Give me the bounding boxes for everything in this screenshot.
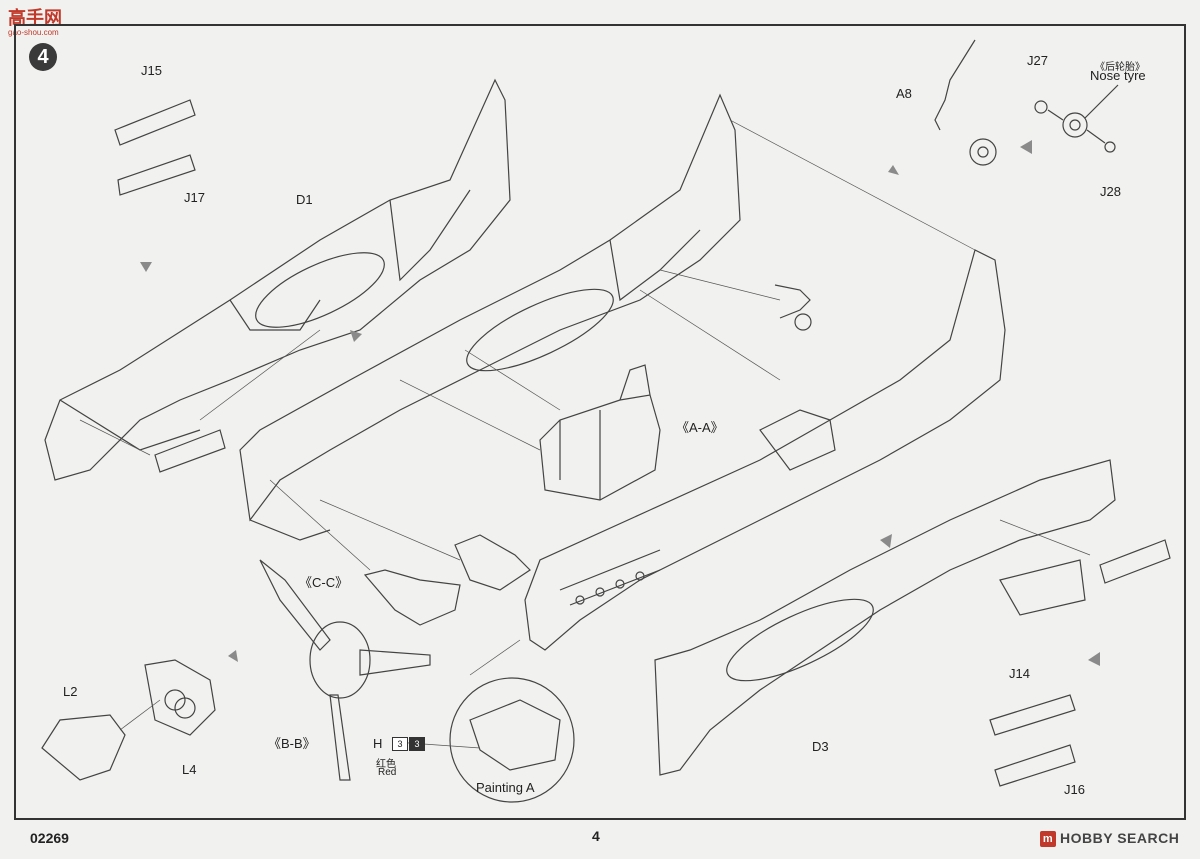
page-frame bbox=[14, 24, 1186, 820]
label-j15: J15 bbox=[141, 63, 162, 78]
label-j17: J17 bbox=[184, 190, 205, 205]
label-nose-tyre-en: Nose tyre bbox=[1090, 68, 1146, 83]
cockpit-tub bbox=[539, 364, 661, 501]
paint-color-cn: 红色 bbox=[376, 759, 396, 770]
label-j28: J28 bbox=[1100, 184, 1121, 199]
exhaust-j15-j17 bbox=[114, 99, 226, 473]
label-j16: J16 bbox=[1064, 782, 1085, 797]
label-d1: D1 bbox=[296, 192, 313, 207]
painting-a-label: Painting A bbox=[476, 780, 535, 795]
label-l4: L4 bbox=[182, 762, 197, 777]
label-l2: L2 bbox=[63, 684, 78, 699]
label-b-b: 《B-B》 bbox=[268, 736, 316, 751]
cowl-parts-l2-l4 bbox=[41, 659, 216, 781]
fuselage-assembled bbox=[524, 249, 1006, 651]
step-number-badge: 4 bbox=[29, 43, 57, 71]
fuselage-half-center bbox=[239, 93, 741, 541]
label-a8: A8 bbox=[896, 86, 912, 101]
label-a-a: 《A-A》 bbox=[676, 420, 724, 435]
direction-arrows bbox=[140, 140, 1100, 666]
tailwheel-strut-a8 bbox=[934, 39, 997, 166]
page-number: 4 bbox=[592, 828, 600, 844]
fuselage-half-d3 bbox=[654, 459, 1116, 776]
paint-code-letter: H bbox=[373, 736, 383, 751]
label-j14: J14 bbox=[1009, 666, 1030, 681]
paint-color-en: Red bbox=[378, 767, 397, 778]
intake-parts bbox=[363, 534, 531, 626]
painting-detail-circle bbox=[449, 677, 575, 803]
label-d3: D3 bbox=[812, 739, 829, 754]
paint-code-box-a: 3 bbox=[392, 737, 408, 751]
watermark-logo: 高手网 gao-shou.com bbox=[8, 8, 62, 37]
label-c-c: 《C-C》 bbox=[299, 575, 349, 590]
tailwheel-assembly bbox=[774, 284, 812, 331]
tyre-parts bbox=[1034, 84, 1119, 153]
hobby-search-logo-icon: m bbox=[1040, 831, 1056, 848]
product-code: 02269 bbox=[30, 830, 69, 846]
exhaust-j14-j16 bbox=[989, 539, 1171, 787]
label-nose-tyre-cn: 《后轮胎》 bbox=[1095, 62, 1145, 73]
paint-code-box-b: 3 bbox=[409, 737, 425, 751]
label-j27: J27 bbox=[1027, 53, 1048, 68]
propeller-spinner bbox=[259, 559, 431, 781]
